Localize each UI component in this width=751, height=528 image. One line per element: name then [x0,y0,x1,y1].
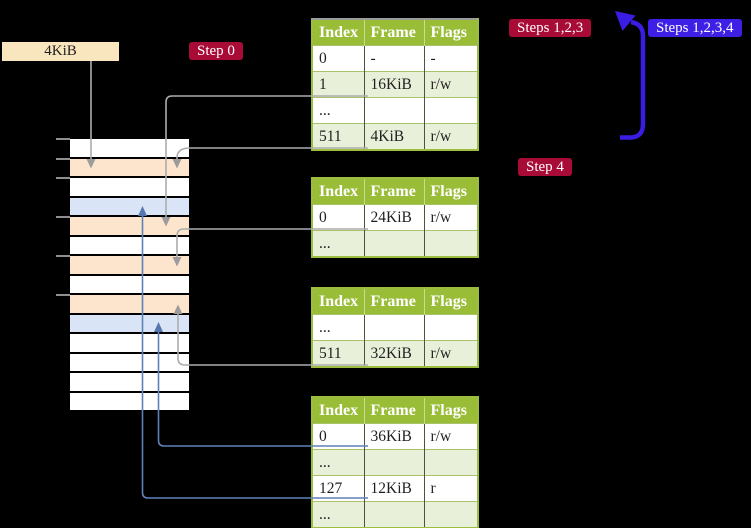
table-row: 0-- [312,45,478,72]
cell-flags: r [424,475,478,502]
memory-frame-row-white [70,275,189,295]
cell-frame: - [364,45,425,72]
cell-index: 511 [312,340,365,367]
table-row: ... [312,449,478,476]
cell-flags: r/w [424,71,478,98]
cell-flags: r/w [424,423,478,450]
cell-frame: 4KiB [364,123,425,150]
memory-frame-row-white [70,353,189,373]
cell-index: 127 [312,475,365,502]
cell-flags [424,230,478,257]
arrow-table1-entry511-to-frame [172,147,368,169]
table-row: ... [312,97,478,124]
cell-index: ... [312,97,365,124]
memory-frame-row-peach [70,295,189,315]
table-row: ... [312,230,478,257]
memory-frame-row-white [70,178,189,198]
table-row: ... [312,501,478,528]
column-header-index: Index [312,178,365,205]
cell-frame [364,501,425,528]
memory-frame-row-peach [70,158,189,178]
column-header-frame: Frame [364,397,425,424]
memory-frame-row-white [70,392,189,412]
cell-frame [364,449,425,476]
cell-index: 0 [312,423,365,450]
steps-1234-label: Steps 1,2,3,4 [648,19,742,37]
cell-index: 0 [312,45,365,72]
column-header-index: Index [312,19,365,46]
big-blue-loop-arrow [615,11,646,140]
memory-column [70,139,189,412]
memory-frame-row-white [70,236,189,256]
memory-tick [56,138,70,140]
cell-index: 511 [312,123,365,150]
step-0-label: Step 0 [189,42,243,60]
cell-flags: r/w [424,340,478,367]
column-header-frame: Frame [364,178,425,205]
memory-frame-row-blue [70,197,189,217]
cell-frame [364,97,425,124]
cell-index: ... [312,501,365,528]
cell-frame [364,314,425,341]
cell-flags: - [424,45,478,72]
cell-flags [424,314,478,341]
column-header-flags: Flags [424,19,478,46]
cell-frame: 36KiB [364,423,425,450]
column-header-index: Index [312,397,365,424]
memory-tick [56,216,70,218]
cell-flags [424,501,478,528]
memory-frame-row-white [70,373,189,393]
cell-index: ... [312,314,365,341]
memory-frame-row-white [70,139,189,159]
cell-index: ... [312,230,365,257]
cell-index: 1 [312,71,365,98]
cell-frame [364,230,425,257]
table-row: ... [312,314,478,341]
memory-frame-row-peach [70,256,189,276]
memory-tick [56,157,70,160]
memory-frame-row-peach [70,217,189,237]
cell-frame: 12KiB [364,475,425,502]
cell-flags [424,97,478,124]
memory-tick [56,294,70,296]
cell-index: 0 [312,204,365,231]
column-header-flags: Flags [424,178,478,205]
cell-frame: 16KiB [364,71,425,98]
memory-tick [56,255,70,257]
memory-tick [56,177,70,179]
steps-123-label: Steps 1,2,3 [509,19,592,37]
cell-flags: r/w [424,204,478,231]
cell-flags [424,449,478,476]
cell-frame: 24KiB [364,204,425,231]
cell-frame: 32KiB [364,340,425,367]
cell-flags: r/w [424,123,478,150]
step-4-label: Step 4 [518,158,572,176]
column-header-flags: Flags [424,288,478,315]
cell-index: ... [312,449,365,476]
page-size-label: 4KiB [2,42,119,61]
memory-frame-row-blue [70,314,189,334]
column-header-frame: Frame [364,288,425,315]
column-header-flags: Flags [424,397,478,424]
column-header-index: Index [312,288,365,315]
memory-frame-row-white [70,334,189,354]
column-header-frame: Frame [364,19,425,46]
